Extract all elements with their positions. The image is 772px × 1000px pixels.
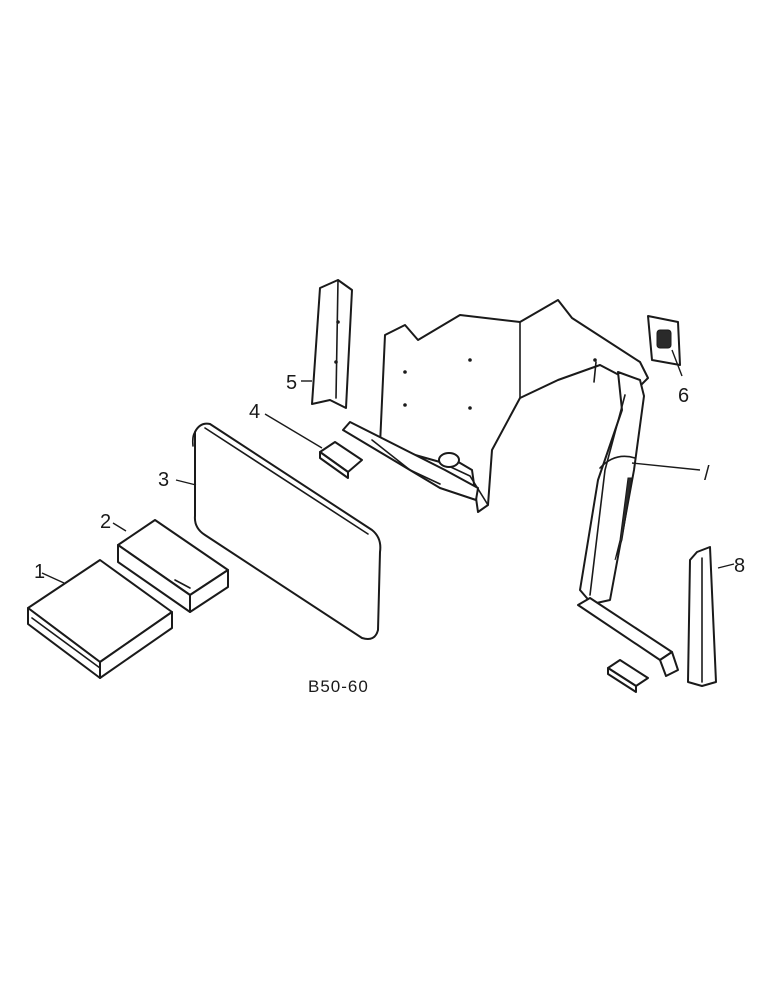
drawing-code: B50-60 [308, 677, 369, 696]
leader-3 [175, 479, 197, 486]
lower-rail [577, 597, 679, 677]
part-8-strip [687, 546, 717, 687]
label-3: 3 [158, 469, 169, 491]
lower-block [607, 659, 649, 693]
leader-7 [631, 462, 701, 471]
part-4-block [319, 441, 363, 479]
label-6: 6 [678, 385, 689, 407]
label-1: 1 [34, 561, 45, 583]
label-8: 8 [734, 555, 745, 577]
part-6-bracket-plate [647, 315, 681, 366]
part-5-trim-strip [311, 279, 353, 409]
leader-4 [264, 413, 323, 449]
label-2: 2 [100, 511, 111, 533]
label-4: 4 [249, 401, 260, 423]
leader-1 [41, 572, 65, 584]
seat-frame [342, 299, 649, 513]
label-5: 5 [286, 372, 297, 394]
part-3-back-cushion [191, 422, 382, 640]
part-7-side-panel [579, 371, 645, 605]
leader-6 [671, 349, 683, 377]
label-7: / [704, 463, 710, 485]
leader-2 [112, 522, 127, 532]
leader-8 [717, 563, 735, 569]
part-1-cushion-pad [27, 559, 173, 679]
part-2-pad [117, 519, 229, 613]
